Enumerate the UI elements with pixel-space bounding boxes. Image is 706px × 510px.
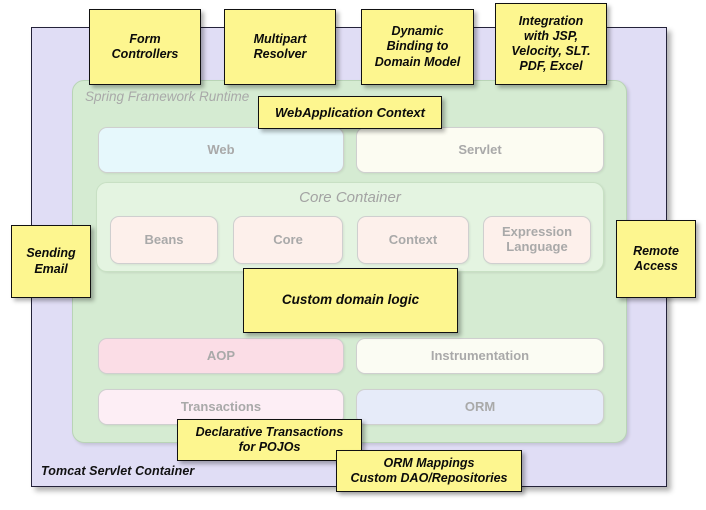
tomcat-servlet-container-label: Tomcat Servlet Container xyxy=(41,464,195,478)
spring-framework-runtime-label: Spring Framework Runtime xyxy=(85,89,250,104)
callout-form-controllers-line-1: Controllers xyxy=(111,47,179,61)
module-expression-language: Expression Language xyxy=(483,216,591,264)
callout-form-controllers: Form Controllers xyxy=(89,9,201,85)
callout-declarative-transactions-line-0: Declarative Transactions xyxy=(195,424,344,439)
module-servlet: Servlet xyxy=(356,127,604,173)
callout-remote-access: Remote Access xyxy=(616,220,696,298)
callout-declarative-transactions-line-1: for POJOs xyxy=(238,440,301,454)
module-expression-language-label: Expression Language xyxy=(501,224,573,254)
callout-dynamic-binding-line-2: Domain Model xyxy=(374,54,461,69)
module-beans-label: Beans xyxy=(144,231,184,247)
callout-custom-domain-logic: Custom domain logic xyxy=(243,268,458,333)
module-beans: Beans xyxy=(110,216,218,264)
module-instrumentation-label: Instrumentation xyxy=(430,347,530,363)
callout-sending-email-line-1: Email xyxy=(34,261,68,276)
callout-orm-mappings-line-0: ORM Mappings xyxy=(383,455,475,470)
callout-multipart-resolver-line-0: Multipart xyxy=(253,31,307,46)
callout-integration-views-line-0: Integration xyxy=(518,13,584,28)
module-web: Web xyxy=(98,127,344,173)
callout-integration-views-line-1: with JSP, xyxy=(524,28,578,43)
callout-dynamic-binding: Dynamic Binding to Domain Model xyxy=(361,9,474,85)
module-core: Core xyxy=(233,216,343,264)
callout-integration-views-line-2: Velocity, SLT. xyxy=(511,44,591,58)
module-orm: ORM xyxy=(356,389,604,425)
module-transactions-label: Transactions xyxy=(180,398,262,414)
module-core-label: Core xyxy=(273,231,303,247)
callout-webapplication-context-line-0: WebApplication Context xyxy=(275,104,425,120)
module-context-label: Context xyxy=(388,231,438,247)
callout-sending-email: Sending Email xyxy=(11,225,91,298)
callout-declarative-transactions: Declarative Transactions for POJOs xyxy=(177,419,362,461)
callout-remote-access-line-0: Remote xyxy=(633,243,679,258)
callout-dynamic-binding-line-1: Binding to xyxy=(386,39,449,54)
callout-orm-mappings: ORM Mappings Custom DAO/Repositories xyxy=(336,450,522,492)
callout-multipart-resolver: Multipart Resolver xyxy=(224,9,336,85)
module-instrumentation: Instrumentation xyxy=(356,338,604,374)
callout-sending-email-line-0: Sending xyxy=(26,246,76,261)
callout-orm-mappings-line-1: Custom DAO/Repositories xyxy=(350,471,508,485)
callout-webapplication-context: WebApplication Context xyxy=(258,96,442,129)
module-context: Context xyxy=(357,216,469,264)
callout-remote-access-line-1: Access xyxy=(634,259,678,273)
module-aop: AOP xyxy=(98,338,344,374)
callout-custom-domain-logic-line-0: Custom domain logic xyxy=(281,292,420,308)
module-servlet-label: Servlet xyxy=(458,141,502,157)
callout-dynamic-binding-line-0: Dynamic xyxy=(391,24,444,39)
module-web-label: Web xyxy=(207,141,235,157)
callout-integration-views-line-3: PDF, Excel xyxy=(519,59,583,74)
core-container-label: Core Container xyxy=(299,189,401,206)
module-aop-label: AOP xyxy=(206,347,236,363)
callout-multipart-resolver-line-1: Resolver xyxy=(253,47,307,61)
callout-integration-views: Integration with JSP, Velocity, SLT. PDF… xyxy=(495,3,607,85)
callout-form-controllers-line-0: Form xyxy=(129,31,161,46)
module-orm-label: ORM xyxy=(464,398,496,414)
